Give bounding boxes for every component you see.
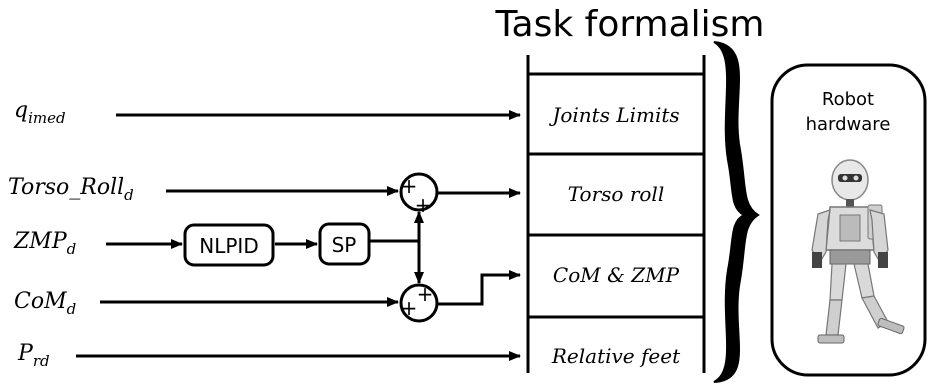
- lower-summing-junction: + +: [399, 282, 439, 323]
- upper-sum-sign-top: +: [401, 174, 418, 198]
- task-stack: [526, 55, 706, 373]
- task-com-zmp: CoM & ZMP: [553, 263, 680, 287]
- input-torso-roll-d: Torso_Rolld: [8, 175, 134, 204]
- sp-block: [318, 222, 371, 266]
- input-zmp-d: ZMPd: [13, 229, 76, 258]
- sp-label: SP: [332, 233, 357, 257]
- task-relative-feet: Relative feet: [551, 344, 681, 368]
- robot-label-line2: hardware: [806, 114, 891, 135]
- input-q-imed: qimed: [14, 98, 66, 127]
- robot-label-line1: Robot: [822, 89, 874, 110]
- diagram-title: Task formalism: [495, 4, 765, 45]
- task-torso-roll: Torso roll: [568, 182, 664, 206]
- input-p-rd: Prd: [17, 341, 50, 370]
- input-com-d: CoMd: [14, 289, 76, 318]
- arrow-lower-sum-to-com-zmp: [438, 270, 521, 306]
- lower-sum-sign-bottom: +: [401, 296, 418, 320]
- nlpid-label: NLPID: [199, 234, 258, 258]
- brace-icon: [713, 41, 760, 383]
- lower-sum-sign-top: +: [417, 282, 434, 306]
- upper-summing-junction: + +: [399, 172, 439, 217]
- task-joints-limits: Joints Limits: [548, 103, 679, 127]
- nlpid-block: [183, 223, 275, 267]
- humanoid-robot-icon: [811, 159, 905, 344]
- upper-sum-sign-bottom: +: [415, 193, 432, 217]
